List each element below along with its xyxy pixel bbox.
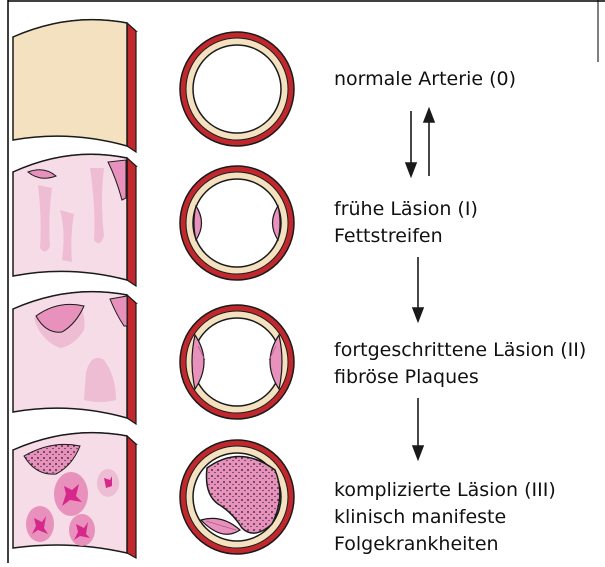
- stage-1-subtitle: Fettstreifen: [334, 223, 478, 250]
- stage-2-title: fortgeschrittene Läsion (II): [334, 337, 586, 364]
- stage-0-label: normale Arterie (0): [334, 66, 516, 93]
- stage-3-subtitle-2: Folgekrankheiten: [334, 531, 556, 558]
- stage-0-cross-section: [180, 32, 294, 146]
- stage-0-title: normale Arterie (0): [334, 66, 516, 93]
- stage-2-label: fortgeschrittene Läsion (II) fibröse Pla…: [334, 337, 586, 391]
- stage-1-cross-section: [180, 166, 294, 280]
- stage-1-label: frühe Läsion (I) Fettstreifen: [334, 196, 478, 250]
- stage-1-wall-section: [13, 154, 136, 286]
- arrow-down-1-to-2: [413, 257, 423, 321]
- stage-2-wall-section: [13, 292, 136, 424]
- stage-3-title: komplizierte Läsion (III): [334, 477, 556, 504]
- stage-3-cross-section: [180, 440, 294, 554]
- stage-3-wall-section: [13, 433, 136, 558]
- arrow-down-2-to-3: [413, 398, 423, 459]
- stage-2-subtitle: fibröse Plaques: [334, 364, 586, 391]
- stage-0-wall-section: [13, 20, 136, 152]
- stage-3-subtitle-1: klinisch manifeste: [334, 504, 556, 531]
- stage-2-cross-section: [180, 305, 294, 419]
- stage-3-label: komplizierte Läsion (III) klinisch manif…: [334, 477, 556, 558]
- arrow-down-0-to-1: [406, 111, 416, 176]
- stage-1-title: frühe Läsion (I): [334, 196, 478, 223]
- arrow-up-1-to-0: [424, 109, 434, 176]
